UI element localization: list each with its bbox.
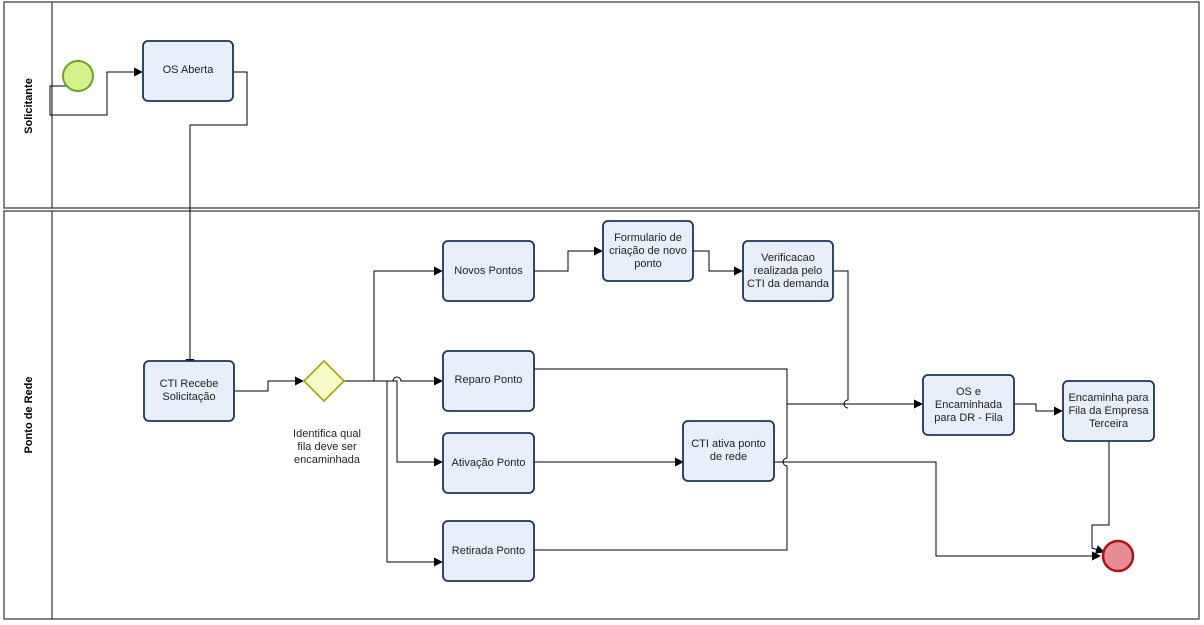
edge-os-encaminhada-to-encaminha: [1014, 403, 1063, 416]
end-event: [1101, 539, 1135, 573]
gateway-diamond: [302, 359, 346, 403]
start-event: [62, 60, 94, 92]
task-box-formulario: [602, 220, 694, 282]
edge-cti-ativa-to-end: [774, 461, 1101, 561]
lane-label-solicitante: Solicitante: [23, 78, 35, 134]
task-box-encaminha-fila: [1062, 380, 1155, 442]
task-box-novos-pontos: [442, 240, 535, 302]
lane-label-ponto-de-rede: Ponto de Rede: [23, 376, 35, 453]
edge-reparo-to-os-encaminhada: [534, 368, 923, 409]
edge-cti-to-gateway: [234, 376, 304, 392]
task-box-reparo-ponto: [442, 350, 535, 412]
task-box-cti-recebe: [143, 360, 235, 422]
flow-edges: [49, 67, 1110, 567]
lane-solicitante: Solicitante: [3, 1, 1200, 209]
task-box-verificacao: [742, 240, 834, 302]
task-box-retirada-ponto: [442, 520, 535, 582]
task-box-os-encaminhada: [922, 374, 1015, 436]
gateway-label: Identifica qual fila deve ser encaminhad…: [293, 428, 361, 466]
edge-formulario-to-verificacao: [693, 250, 743, 276]
task-box-ativacao-ponto: [442, 432, 535, 494]
task-box-os-aberta: [142, 40, 234, 102]
edge-retirada-to-merge: [534, 404, 788, 551]
edge-gateway-to-retirada: [344, 380, 443, 567]
edge-verificacao-to-os-encaminhada: [833, 270, 849, 409]
edge-novos-to-formulario: [534, 246, 603, 272]
edge-encaminha-to-end: [1091, 441, 1110, 554]
edge-os-aberta-to-cti: [185, 71, 248, 368]
edge-start-to-os-aberta: [49, 67, 143, 116]
task-box-cti-ativa: [682, 420, 775, 482]
